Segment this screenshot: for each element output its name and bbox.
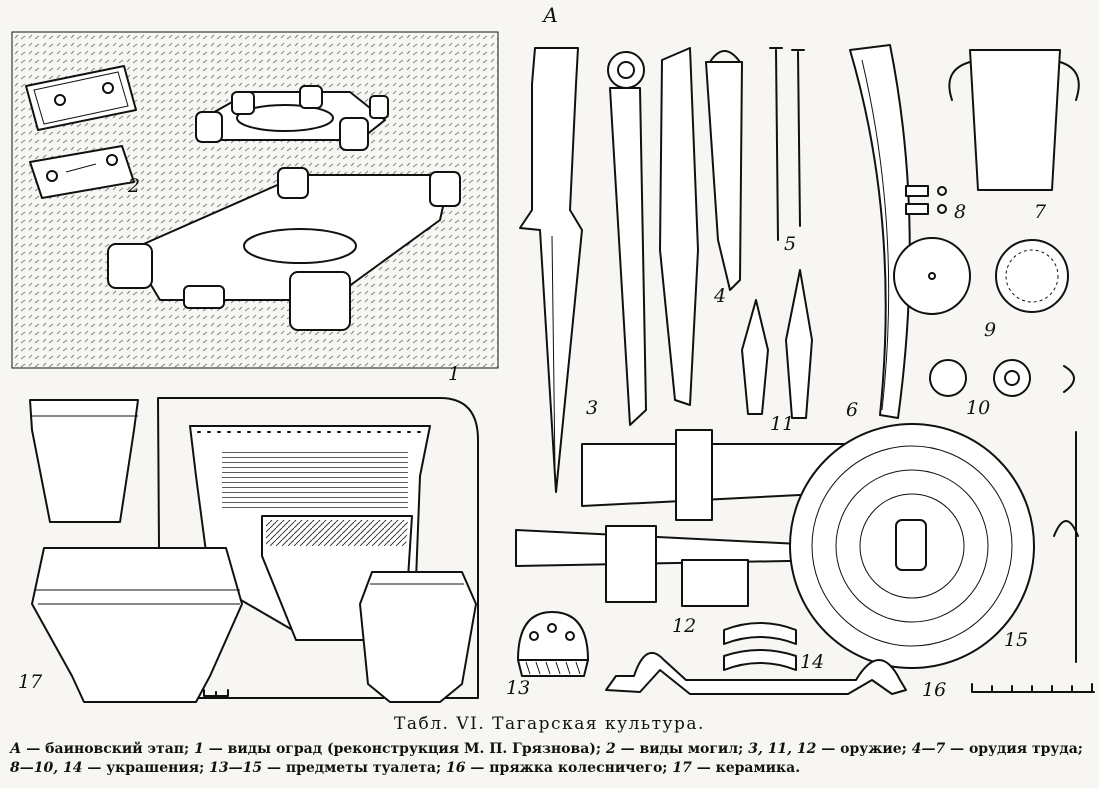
figure-number-4: 4 bbox=[713, 285, 726, 307]
discs-figure bbox=[893, 237, 1069, 315]
knives-figure bbox=[607, 47, 743, 426]
caption-part-14: — предметы туалета; bbox=[262, 760, 447, 776]
comb-figure bbox=[517, 611, 589, 677]
caption-part-8: — оружие; bbox=[816, 741, 912, 757]
caption-part-6: — виды могил; bbox=[615, 741, 749, 757]
caption-part-10: — орудия труда; bbox=[945, 741, 1083, 757]
figure-number-5: 5 bbox=[784, 233, 796, 255]
caption-part-4: — виды оград (реконструкция М. П. Грязно… bbox=[203, 741, 606, 757]
caption-part-13: 13—15 bbox=[209, 760, 263, 776]
enclosure-reconstruction-figure bbox=[11, 31, 499, 369]
figure-number-2: 2 bbox=[127, 175, 140, 197]
charioteer-buckle-figure bbox=[605, 651, 907, 695]
awls-figure bbox=[769, 47, 805, 241]
vessel-tool-figure bbox=[948, 49, 1080, 191]
scale-bar-right bbox=[971, 683, 1095, 693]
scale-bar-left bbox=[203, 689, 229, 697]
dagger-figure bbox=[519, 47, 583, 493]
figure-number-6: 6 bbox=[846, 399, 858, 421]
caption-part-2: — баиновский этап; bbox=[21, 741, 195, 757]
small-ornaments-figure bbox=[905, 185, 947, 215]
figure-caption: Табл. VI. Тагарская культура. А — баинов… bbox=[0, 712, 1099, 778]
figure-number-7: 7 bbox=[1034, 201, 1047, 223]
figure-number-11: 11 bbox=[770, 413, 794, 435]
arrowheads-figure bbox=[741, 269, 813, 419]
mirror-figure bbox=[789, 423, 1079, 669]
caption-part-15: 16 bbox=[446, 760, 466, 776]
figure-number-9: 9 bbox=[984, 319, 996, 341]
figure-number-17: 17 bbox=[18, 671, 43, 693]
ceramics-figure bbox=[29, 397, 479, 703]
caption-part-12: — украшения; bbox=[82, 760, 210, 776]
caption-part-11: 8—10, 14 bbox=[10, 760, 83, 776]
caption-part-9: 4—7 bbox=[911, 741, 946, 757]
caption-part-17: 17 bbox=[672, 760, 692, 776]
figure-number-16: 16 bbox=[922, 679, 946, 701]
caption-part-1: А bbox=[10, 741, 22, 757]
figure-number-8: 8 bbox=[954, 201, 966, 223]
caption-part-7: 3, 11, 12 bbox=[748, 741, 817, 757]
caption-title: Табл. VI. Тагарская культура. bbox=[394, 714, 705, 734]
caption-part-3: 1 bbox=[194, 741, 204, 757]
plaques-figure bbox=[723, 622, 797, 671]
figure-number-1: 1 bbox=[448, 363, 460, 385]
caption-part-5: 2 bbox=[605, 741, 616, 757]
buttons-figure bbox=[929, 359, 1075, 397]
illustration-plate: 1 2 А 3 4 5 6 bbox=[11, 3, 1095, 703]
caption-body: А — баиновский этап; 1 — виды оград (рек… bbox=[0, 740, 1099, 778]
figure-number-13: 13 bbox=[506, 677, 530, 699]
figure-number-14: 14 bbox=[800, 651, 824, 673]
figure-number-12: 12 bbox=[672, 615, 696, 637]
figure-number-3: 3 bbox=[586, 397, 598, 419]
figure-number-15: 15 bbox=[1004, 629, 1028, 651]
curved-tool-figure bbox=[849, 44, 911, 419]
figure-number-10: 10 bbox=[966, 397, 990, 419]
caption-part-18: — керамика. bbox=[691, 760, 801, 776]
section-letter: А bbox=[541, 3, 558, 27]
grave-plans-figure bbox=[25, 65, 137, 199]
caption-part-16: — пряжка колесничего; bbox=[465, 760, 673, 776]
